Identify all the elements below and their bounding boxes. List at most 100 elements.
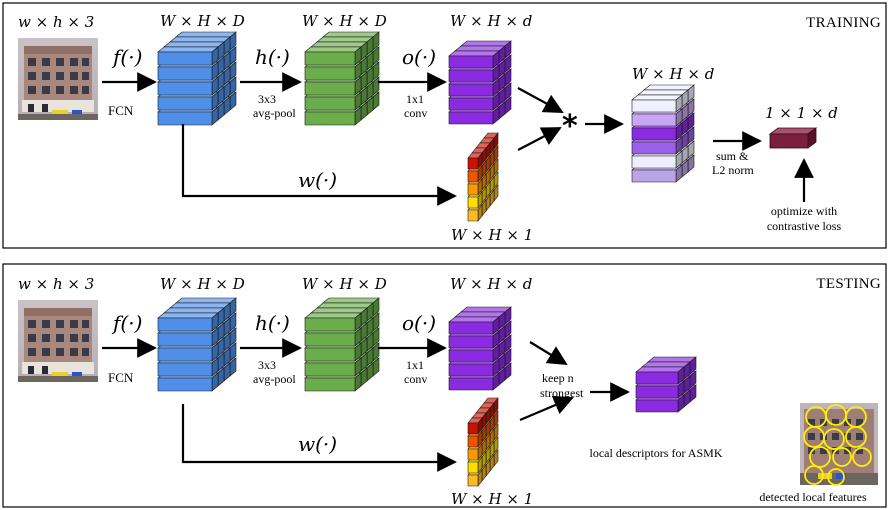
cube-front bbox=[157, 362, 213, 377]
cube-front bbox=[448, 349, 494, 363]
cube-front bbox=[157, 347, 213, 362]
cube-front bbox=[631, 169, 677, 183]
h-label: h(·) bbox=[255, 311, 290, 335]
feature-dim-label: W × H × D bbox=[160, 12, 245, 30]
cube-top bbox=[322, 31, 380, 38]
cube-front bbox=[448, 69, 494, 83]
projected-feature-stack bbox=[448, 306, 512, 391]
attention-front bbox=[467, 209, 479, 222]
cube-top bbox=[454, 45, 506, 52]
cube-front bbox=[448, 335, 494, 349]
cube-front bbox=[304, 96, 356, 111]
fcn-label: FCN bbox=[108, 370, 134, 385]
feature-dim-label: W × H × D bbox=[160, 275, 245, 293]
cube-top bbox=[631, 94, 683, 101]
cube-top bbox=[163, 307, 225, 314]
attention-front bbox=[467, 422, 479, 435]
attention-front bbox=[467, 157, 479, 170]
w-arrow bbox=[181, 404, 457, 472]
attention-to-select-arrow bbox=[519, 395, 574, 422]
cube-front bbox=[448, 377, 494, 391]
cube-front bbox=[304, 317, 356, 332]
cube-top bbox=[643, 84, 695, 91]
attention-map bbox=[467, 397, 499, 487]
cube-front bbox=[448, 55, 494, 69]
pool-type-label: avg-pool bbox=[253, 106, 296, 120]
cube-front bbox=[304, 377, 356, 392]
cube-top bbox=[316, 36, 374, 43]
conv-size-label: 1x1 bbox=[406, 92, 424, 106]
cube-front bbox=[304, 347, 356, 362]
cube-front bbox=[304, 81, 356, 96]
fcn-feature-stack bbox=[157, 297, 237, 392]
detected-features-image bbox=[800, 403, 878, 486]
pool-type-label: avg-pool bbox=[253, 372, 296, 386]
detected-label: detected local features bbox=[759, 490, 867, 504]
cube-front bbox=[631, 141, 677, 155]
training-border bbox=[2, 2, 887, 249]
cube-top bbox=[175, 31, 237, 38]
cube-top bbox=[310, 307, 368, 314]
cube-front bbox=[631, 155, 677, 169]
weighted-feature-stack bbox=[631, 84, 695, 183]
conv-type-label: conv bbox=[404, 372, 427, 386]
cube-front bbox=[157, 317, 213, 332]
proj-to-select-arrow bbox=[529, 341, 568, 366]
attention-front bbox=[467, 435, 479, 448]
cube-front bbox=[157, 377, 213, 392]
cube-top bbox=[157, 312, 219, 319]
keep-label-2: strongest bbox=[540, 386, 584, 400]
loss-label-1: optimize with bbox=[771, 204, 837, 218]
cube-top bbox=[163, 41, 225, 48]
cube-top bbox=[169, 36, 231, 43]
projected-feature-stack bbox=[448, 40, 512, 125]
proj-to-product-arrow bbox=[517, 87, 564, 113]
cube-front bbox=[448, 83, 494, 97]
cube-top bbox=[448, 50, 500, 57]
projected-dim-label: W × H × d bbox=[450, 275, 532, 293]
testing-heading: TESTING bbox=[816, 276, 881, 292]
projected-dim-label: W × H × d bbox=[450, 12, 532, 30]
cube-front bbox=[635, 371, 679, 385]
w-arrow bbox=[181, 124, 457, 206]
cube-front bbox=[304, 66, 356, 81]
w-label: w(·) bbox=[298, 168, 337, 192]
conv-type-label: conv bbox=[404, 106, 427, 120]
h-label: h(·) bbox=[255, 45, 290, 69]
norm-label: L2 norm bbox=[712, 163, 754, 177]
cube-front bbox=[631, 113, 677, 127]
cube-front bbox=[304, 332, 356, 347]
attention-front bbox=[467, 474, 479, 487]
o-label: o(·) bbox=[402, 45, 436, 69]
cube-top bbox=[304, 46, 362, 53]
f-label: f(·) bbox=[111, 45, 142, 69]
attention-to-product-arrow bbox=[517, 127, 562, 151]
loss-label-2: contrastive loss bbox=[767, 219, 842, 233]
cube-front bbox=[631, 99, 677, 113]
attention-map bbox=[467, 132, 499, 222]
conv-size-label: 1x1 bbox=[406, 358, 424, 372]
w-label: w(·) bbox=[298, 432, 337, 456]
testing-border bbox=[2, 263, 887, 508]
input-image bbox=[18, 300, 98, 382]
keep-label-1: keep n bbox=[542, 371, 574, 385]
cube-front bbox=[448, 111, 494, 125]
cube-front bbox=[304, 362, 356, 377]
cube-top bbox=[637, 89, 689, 96]
cube-front bbox=[448, 363, 494, 377]
fcn-feature-stack bbox=[157, 31, 237, 126]
cube-top bbox=[635, 366, 685, 373]
pool-size-label: 3x3 bbox=[258, 358, 276, 372]
cube-top bbox=[316, 302, 374, 309]
product-symbol: * bbox=[562, 109, 578, 144]
attention-front bbox=[467, 448, 479, 461]
asmk-label: local descriptors for ASMK bbox=[590, 446, 723, 460]
f-label: f(·) bbox=[111, 311, 142, 335]
testing-panel: TESTING w × h × 3 f(·) FCN W × H × D h(·… bbox=[2, 263, 887, 508]
cube-front bbox=[157, 111, 213, 126]
cube-front bbox=[635, 399, 679, 413]
cube-top bbox=[304, 312, 362, 319]
cube-front bbox=[157, 51, 213, 66]
cube-front bbox=[635, 385, 679, 399]
